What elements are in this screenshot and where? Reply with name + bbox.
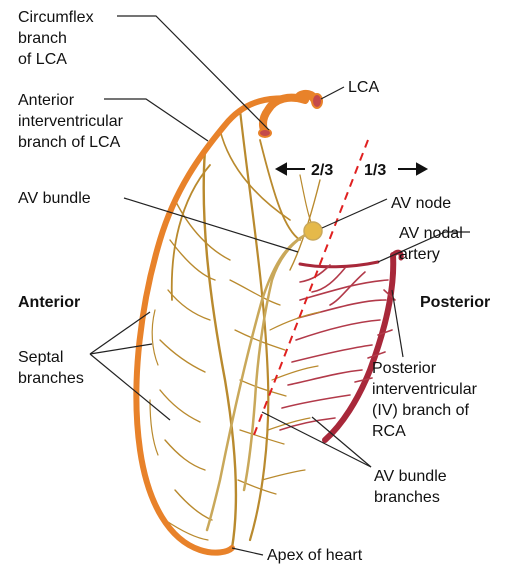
label-anterior: Anterior (18, 294, 80, 311)
label-two-thirds: 2/3 (311, 162, 333, 179)
label-anterior-iv-line3: branch of LCA (18, 134, 121, 151)
label-circumflex-line2: branch (18, 30, 67, 47)
label-circumflex-line3: of LCA (18, 51, 67, 68)
label-av-bundle-branches-line2: branches (374, 489, 440, 506)
label-post-iv-line1: Posterior (372, 360, 437, 377)
label-post-iv-line2: interventricular (372, 381, 478, 398)
label-av-nodal-line2: artery (399, 246, 440, 263)
label-one-third: 1/3 (364, 162, 386, 179)
label-septal-line2: branches (18, 370, 84, 387)
text-labels: Circumflex branch of LCA LCA Anterior in… (18, 9, 490, 564)
label-apex: Apex of heart (267, 547, 363, 564)
label-av-bundle-branches-line1: AV bundle (374, 468, 447, 485)
label-anterior-iv-line1: Anterior (18, 92, 75, 109)
label-circumflex-line1: Circumflex (18, 9, 94, 26)
av-node (304, 222, 322, 240)
label-posterior: Posterior (420, 294, 490, 311)
label-anterior-iv-line2: interventricular (18, 113, 124, 130)
label-av-bundle: AV bundle (18, 190, 91, 207)
label-av-node: AV node (391, 195, 451, 212)
label-post-iv-line4: RCA (372, 423, 406, 440)
av-bundle-right-branch (244, 232, 312, 490)
label-lca: LCA (348, 79, 379, 96)
circumflex-branch (263, 98, 305, 133)
label-av-nodal-line1: AV nodal (399, 225, 463, 242)
division-arrows (277, 164, 426, 174)
label-post-iv-line3: (IV) branch of (372, 402, 469, 419)
left-coronary-artery-system (136, 94, 315, 552)
label-septal-line1: Septal (18, 349, 63, 366)
av-nodal-artery (300, 262, 378, 267)
